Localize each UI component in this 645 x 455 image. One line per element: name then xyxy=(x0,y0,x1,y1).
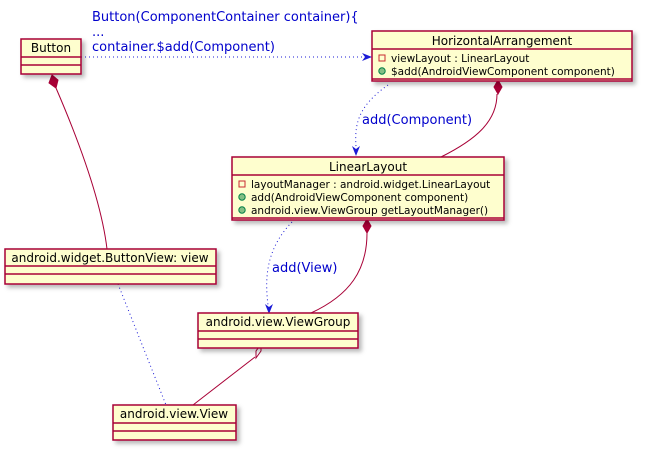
note-line-1: Button(ComponentContainer container){ xyxy=(92,10,359,25)
class-button-name: Button xyxy=(31,41,71,55)
class-linear-layout-name: LinearLayout xyxy=(329,160,407,174)
edge-buttonview-view xyxy=(117,283,167,406)
class-horizontal-arrangement[interactable]: HorizontalArrangement viewLayout : Linea… xyxy=(371,30,633,82)
edge-button-buttonview xyxy=(48,74,108,250)
linear-member-1: layoutManager : android.widget.LinearLay… xyxy=(251,179,490,191)
public-method-icon xyxy=(238,206,246,214)
linear-member-3: android.view.ViewGroup getLayoutManager(… xyxy=(251,205,488,217)
class-linear-layout[interactable]: LinearLayout layoutManager : android.wid… xyxy=(231,156,505,221)
private-member-icon xyxy=(238,180,246,188)
edge-linear-viewgroup-dotted xyxy=(265,221,293,314)
note-line-3: container.$add(Component) xyxy=(92,40,275,55)
class-view[interactable]: android.view.View xyxy=(112,404,237,441)
edge-viewgroup-view xyxy=(192,342,262,406)
class-view-name: android.view.View xyxy=(120,407,228,421)
class-view-group[interactable]: android.view.ViewGroup xyxy=(197,312,359,349)
label-add-view: add(View) xyxy=(272,261,337,276)
label-add-component: add(Component) xyxy=(362,113,472,128)
horizontal-member-2: $add(AndroidViewComponent component) xyxy=(391,66,615,78)
public-method-icon xyxy=(378,67,386,75)
edge-horizontal-linear-composition xyxy=(440,78,503,158)
class-button-view-name: android.widget.ButtonView: view xyxy=(11,251,208,265)
class-view-group-name: android.view.ViewGroup xyxy=(206,315,351,329)
edge-linear-viewgroup-composition xyxy=(310,217,372,314)
private-member-icon xyxy=(378,54,386,62)
class-button-view[interactable]: android.widget.ButtonView: view xyxy=(4,248,217,285)
class-horizontal-arrangement-name: HorizontalArrangement xyxy=(432,34,573,48)
public-method-icon xyxy=(238,193,246,201)
edge-button-horizontal xyxy=(81,53,372,61)
edge-horizontal-linear-dotted xyxy=(352,84,389,156)
linear-member-2: add(AndroidViewComponent component) xyxy=(251,192,468,204)
horizontal-member-1: viewLayout : LinearLayout xyxy=(391,53,529,65)
class-button[interactable]: Button xyxy=(20,38,82,75)
note-line-2: ... xyxy=(92,25,104,40)
